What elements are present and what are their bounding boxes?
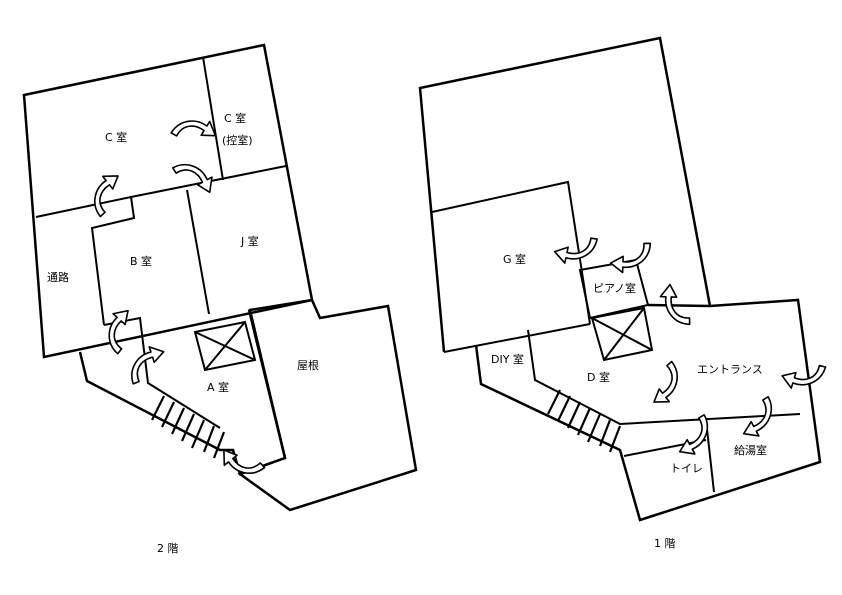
floor2-label-a: A 室 [207,380,229,394]
floor2-c-bottom-wall [35,195,136,326]
floor2-roof-block [237,298,418,512]
floor1-upper-block [418,36,712,353]
floor-2: C 室 C 室 (控室) 通路 B 室 J 室 A 室 屋根 2 階 [22,43,418,555]
floor2-bj-divider [186,189,210,315]
floor2-arrow-b-to-c [83,168,125,219]
floor1-label-diy: DIY 室 [491,352,524,366]
floor1-arrow-to-kyuto [737,394,783,443]
floor2-arrow-stairs [216,443,267,485]
floor-1: G 室 ピアノ室 DIY 室 D 室 エントランス トイレ 給湯室 1 階 [418,36,828,550]
floor1-g-room [431,180,591,325]
floor1-arrow-in [780,364,828,390]
floor2-caption: 2 階 [157,541,179,555]
floor2-arrow-up-to-b [99,305,136,356]
floor2-label-corridor: 通路 [47,271,69,284]
floor1-lower-block [474,298,822,522]
floor2-arrow-to-j [170,153,219,199]
floor2-label-j: J 室 [240,234,259,248]
floor2-c-divider [202,56,224,181]
floor1-label-g: G 室 [503,252,526,266]
floor2-elevator [193,320,257,372]
floor2-stairs [151,395,226,459]
floor1-label-piano: ピアノ室 [593,281,636,295]
floor1-arrow-to-d [647,359,689,410]
floor1-caption: 1 階 [654,536,676,550]
floor1-label-toilet: トイレ [670,462,703,475]
floor1-d-wall [527,329,801,426]
floor1-elevator [590,306,654,362]
floor2-label-b: B 室 [130,254,152,268]
floor1-stairs [547,389,622,453]
floor2-label-c-main: C 室 [105,130,127,144]
floor2-upper-block [22,43,314,359]
floor2-label-roof: 屋根 [297,358,319,372]
floor2-label-c-sub-1: C 室 [224,111,246,125]
floor1-label-kyutou: 給湯室 [734,443,767,457]
floor1-label-d: D 室 [587,370,610,384]
floor1-arrow-to-piano [607,240,658,277]
floor1-g-bottom [443,323,591,353]
floor2-arrow-to-c-sub [169,114,219,144]
floor1-label-entrance: エントランス [697,363,763,376]
floor2-label-c-sub-2: (控室) [222,133,253,147]
